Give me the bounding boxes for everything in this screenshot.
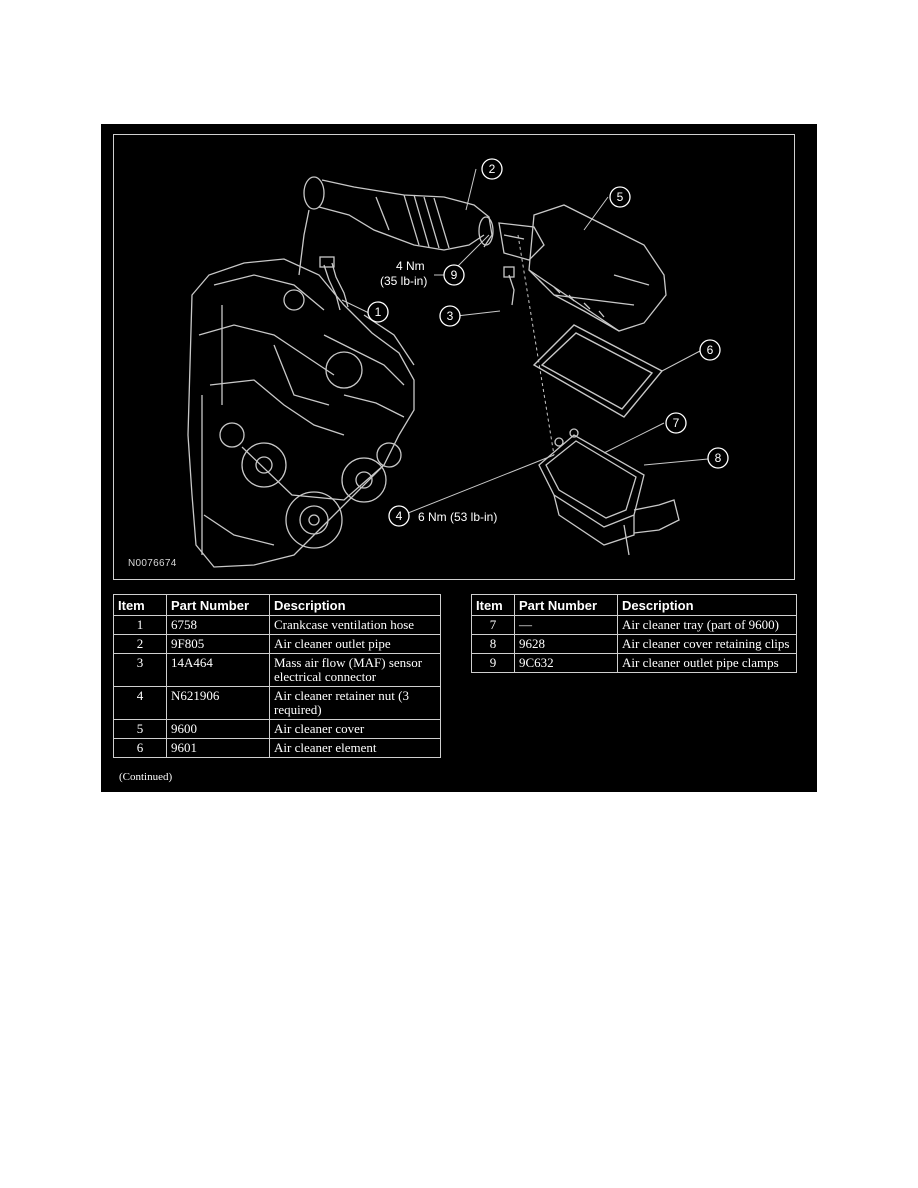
torque-labels: 4 Nm (35 lb-in) 6 Nm (53 lb-in) [380, 259, 497, 524]
part-number: N621906 [166, 686, 270, 720]
figure-id: N0076674 [128, 558, 177, 569]
item-number: 8 [471, 634, 515, 654]
part-number: 14A464 [166, 653, 270, 687]
part-number: — [514, 615, 618, 635]
torque-4: 6 Nm (53 lb-in) [418, 510, 497, 524]
callout-numbers: 1 2 3 4 5 6 7 8 9 [375, 162, 722, 523]
table-row: 7—Air cleaner tray (part of 9600) [471, 615, 797, 635]
callout-number-9: 9 [451, 268, 458, 282]
callout-number-6: 6 [707, 343, 714, 357]
item-number: 2 [113, 634, 167, 654]
maf-sensor-drawing [498, 222, 545, 306]
part-number: 9F805 [166, 634, 270, 654]
part-description: Mass air flow (MAF) sensor electrical co… [269, 653, 441, 687]
exploded-diagram: 1 2 3 4 5 6 7 8 9 4 Nm (35 lb-in) 6 Nm (… [113, 134, 795, 580]
part-description: Crankcase ventilation hose [269, 615, 441, 635]
outlet-pipe-drawing [298, 176, 494, 276]
header-item: Item [471, 594, 515, 616]
callout-number-4: 4 [396, 509, 403, 523]
header-description: Description [269, 594, 441, 616]
part-number: 9C632 [514, 653, 618, 673]
header-part-number: Part Number [514, 594, 618, 616]
item-number: 4 [113, 686, 167, 720]
part-number: 9601 [166, 738, 270, 758]
air-cleaner-cover-drawing [528, 204, 667, 332]
header-part-number: Part Number [166, 594, 270, 616]
callout-6 [699, 339, 721, 361]
item-number: 9 [471, 653, 515, 673]
part-description: Air cleaner outlet pipe clamps [617, 653, 797, 673]
diagram-illustration: 1 2 3 4 5 6 7 8 9 4 Nm (35 lb-in) 6 Nm (… [187, 158, 729, 568]
callout-8 [707, 447, 729, 469]
item-number: 3 [113, 653, 167, 687]
callout-number-1: 1 [375, 305, 382, 319]
ventilation-hose-drawing [319, 256, 349, 311]
callout-1 [367, 301, 389, 323]
part-description: Air cleaner tray (part of 9600) [617, 615, 797, 635]
part-number: 9600 [166, 719, 270, 739]
table-header-row: Item Part Number Description [113, 594, 441, 616]
torque-9-line1: 4 Nm [396, 259, 425, 273]
item-number: 5 [113, 719, 167, 739]
item-number: 1 [113, 615, 167, 635]
item-number: 6 [113, 738, 167, 758]
callout-number-3: 3 [447, 309, 454, 323]
table-header-row: Item Part Number Description [471, 594, 797, 616]
part-description: Air cleaner cover retaining clips [617, 634, 797, 654]
part-number: 6758 [166, 615, 270, 635]
callout-7 [665, 412, 687, 434]
parts-table-right: Item Part Number Description 7—Air clean… [471, 594, 797, 673]
part-description: Air cleaner element [269, 738, 441, 758]
callout-circles [367, 158, 729, 527]
leader-lines [341, 168, 709, 518]
air-cleaner-tray-drawing [538, 428, 680, 556]
callout-2 [481, 158, 503, 180]
callout-9 [443, 264, 465, 286]
part-description: Air cleaner cover [269, 719, 441, 739]
callout-number-7: 7 [673, 416, 680, 430]
callout-3 [439, 305, 461, 327]
callout-5 [609, 186, 631, 208]
part-description: Air cleaner outlet pipe [269, 634, 441, 654]
callout-4 [388, 505, 410, 527]
header-item: Item [113, 594, 167, 616]
callout-number-5: 5 [617, 190, 624, 204]
part-description: Air cleaner retainer nut (3 required) [269, 686, 441, 720]
figure-frame: 1 2 3 4 5 6 7 8 9 4 Nm (35 lb-in) 6 Nm (… [101, 124, 817, 792]
callout-number-2: 2 [489, 162, 496, 176]
callout-number-8: 8 [715, 451, 722, 465]
header-description: Description [617, 594, 797, 616]
item-number: 7 [471, 615, 515, 635]
torque-9-line2: (35 lb-in) [380, 274, 427, 288]
air-cleaner-element-drawing [532, 324, 664, 418]
continued-note: (Continued) [119, 771, 173, 783]
part-number: 9628 [514, 634, 618, 654]
